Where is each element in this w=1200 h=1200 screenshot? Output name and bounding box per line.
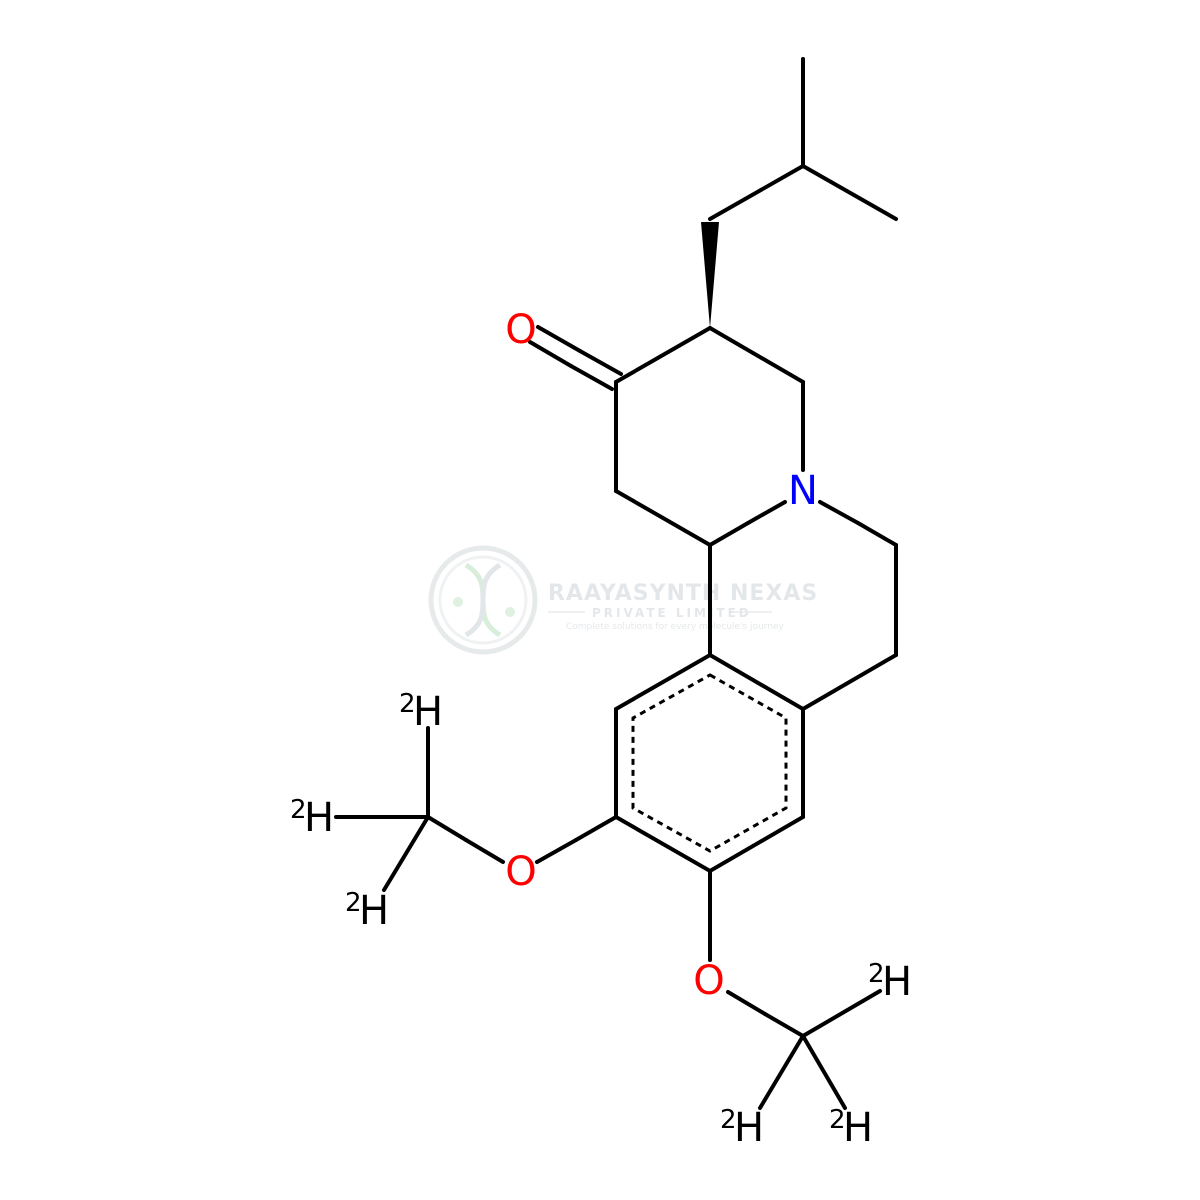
bond-carbonyl-a-red [536,325,582,353]
bond-ar-o1 [574,815,618,842]
dna-helix-icon [428,545,538,655]
svg-text:H: H [359,888,389,934]
atom-n: N [788,468,818,514]
bond-o2-cd3-red [726,990,767,1016]
svg-text:H: H [734,1105,764,1151]
bond-cd3-d-right [801,989,882,1038]
bond-c3-c4 [708,326,805,384]
atom-d-right: 2 H [868,959,912,1005]
bond-cd3-d-lowright [801,1034,847,1110]
bond-c11b-n [708,521,750,547]
atom-d-top: 2 H [399,689,443,735]
bond-ar-o1-red [535,838,578,864]
atom-d-bottom-left: 2 H [720,1105,764,1151]
bond-carbonyl-b [569,364,614,391]
svg-text:H: H [304,795,334,841]
bond-c1-c11b [614,489,712,547]
svg-text:2: 2 [868,959,885,989]
watermark-tagline: Complete solutions for every molecule's … [566,622,784,632]
svg-text:2: 2 [720,1105,737,1135]
bond-o2-cd3 [763,1012,805,1038]
bond-carbonyl-a [578,349,623,376]
bond-c3-c2 [614,326,712,384]
bond-ch-ch2 [708,164,805,221]
bond-c11b-n-blue [746,500,787,525]
aromatic-ring [614,652,805,874]
svg-text:H: H [882,959,912,1005]
bond-cd3-d-bottom [382,815,430,892]
atom-d-left: 2 H [290,795,334,841]
wedge-bond [701,222,719,328]
bond-carbonyl-b-red [528,340,573,368]
atom-d-bottom-right: 2 H [829,1105,873,1151]
svg-text:2: 2 [399,689,416,719]
bond-n-c6-blue [818,500,860,525]
bond-o1-cd3-red [464,838,505,864]
bond-methyl-right [801,164,898,221]
svg-text:2: 2 [345,888,362,918]
watermark-name: RAAYASYNTH NEXAS [548,581,818,606]
bond-o1-cd3 [426,815,468,842]
svg-text:H: H [413,689,443,735]
watermark-subtitle: PRIVATE LIMITED [592,606,752,620]
atom-o-methoxy-bottom: O [693,958,724,1004]
svg-text:H: H [843,1105,873,1151]
bond-c7-c7a [801,653,898,711]
watermark: RAAYASYNTH NEXAS PRIVATE LIMITED Complet… [428,545,818,655]
bond-cd3-d-lowleft [758,1034,805,1110]
aromatic-ring-inner [631,673,788,853]
svg-text:2: 2 [829,1105,846,1135]
atom-o-carbonyl: O [505,307,536,353]
bond-n-c6 [856,521,898,547]
atom-d-lower-left: 2 H [345,888,389,934]
atom-o-methoxy-left: O [505,849,536,895]
svg-text:2: 2 [290,795,307,825]
